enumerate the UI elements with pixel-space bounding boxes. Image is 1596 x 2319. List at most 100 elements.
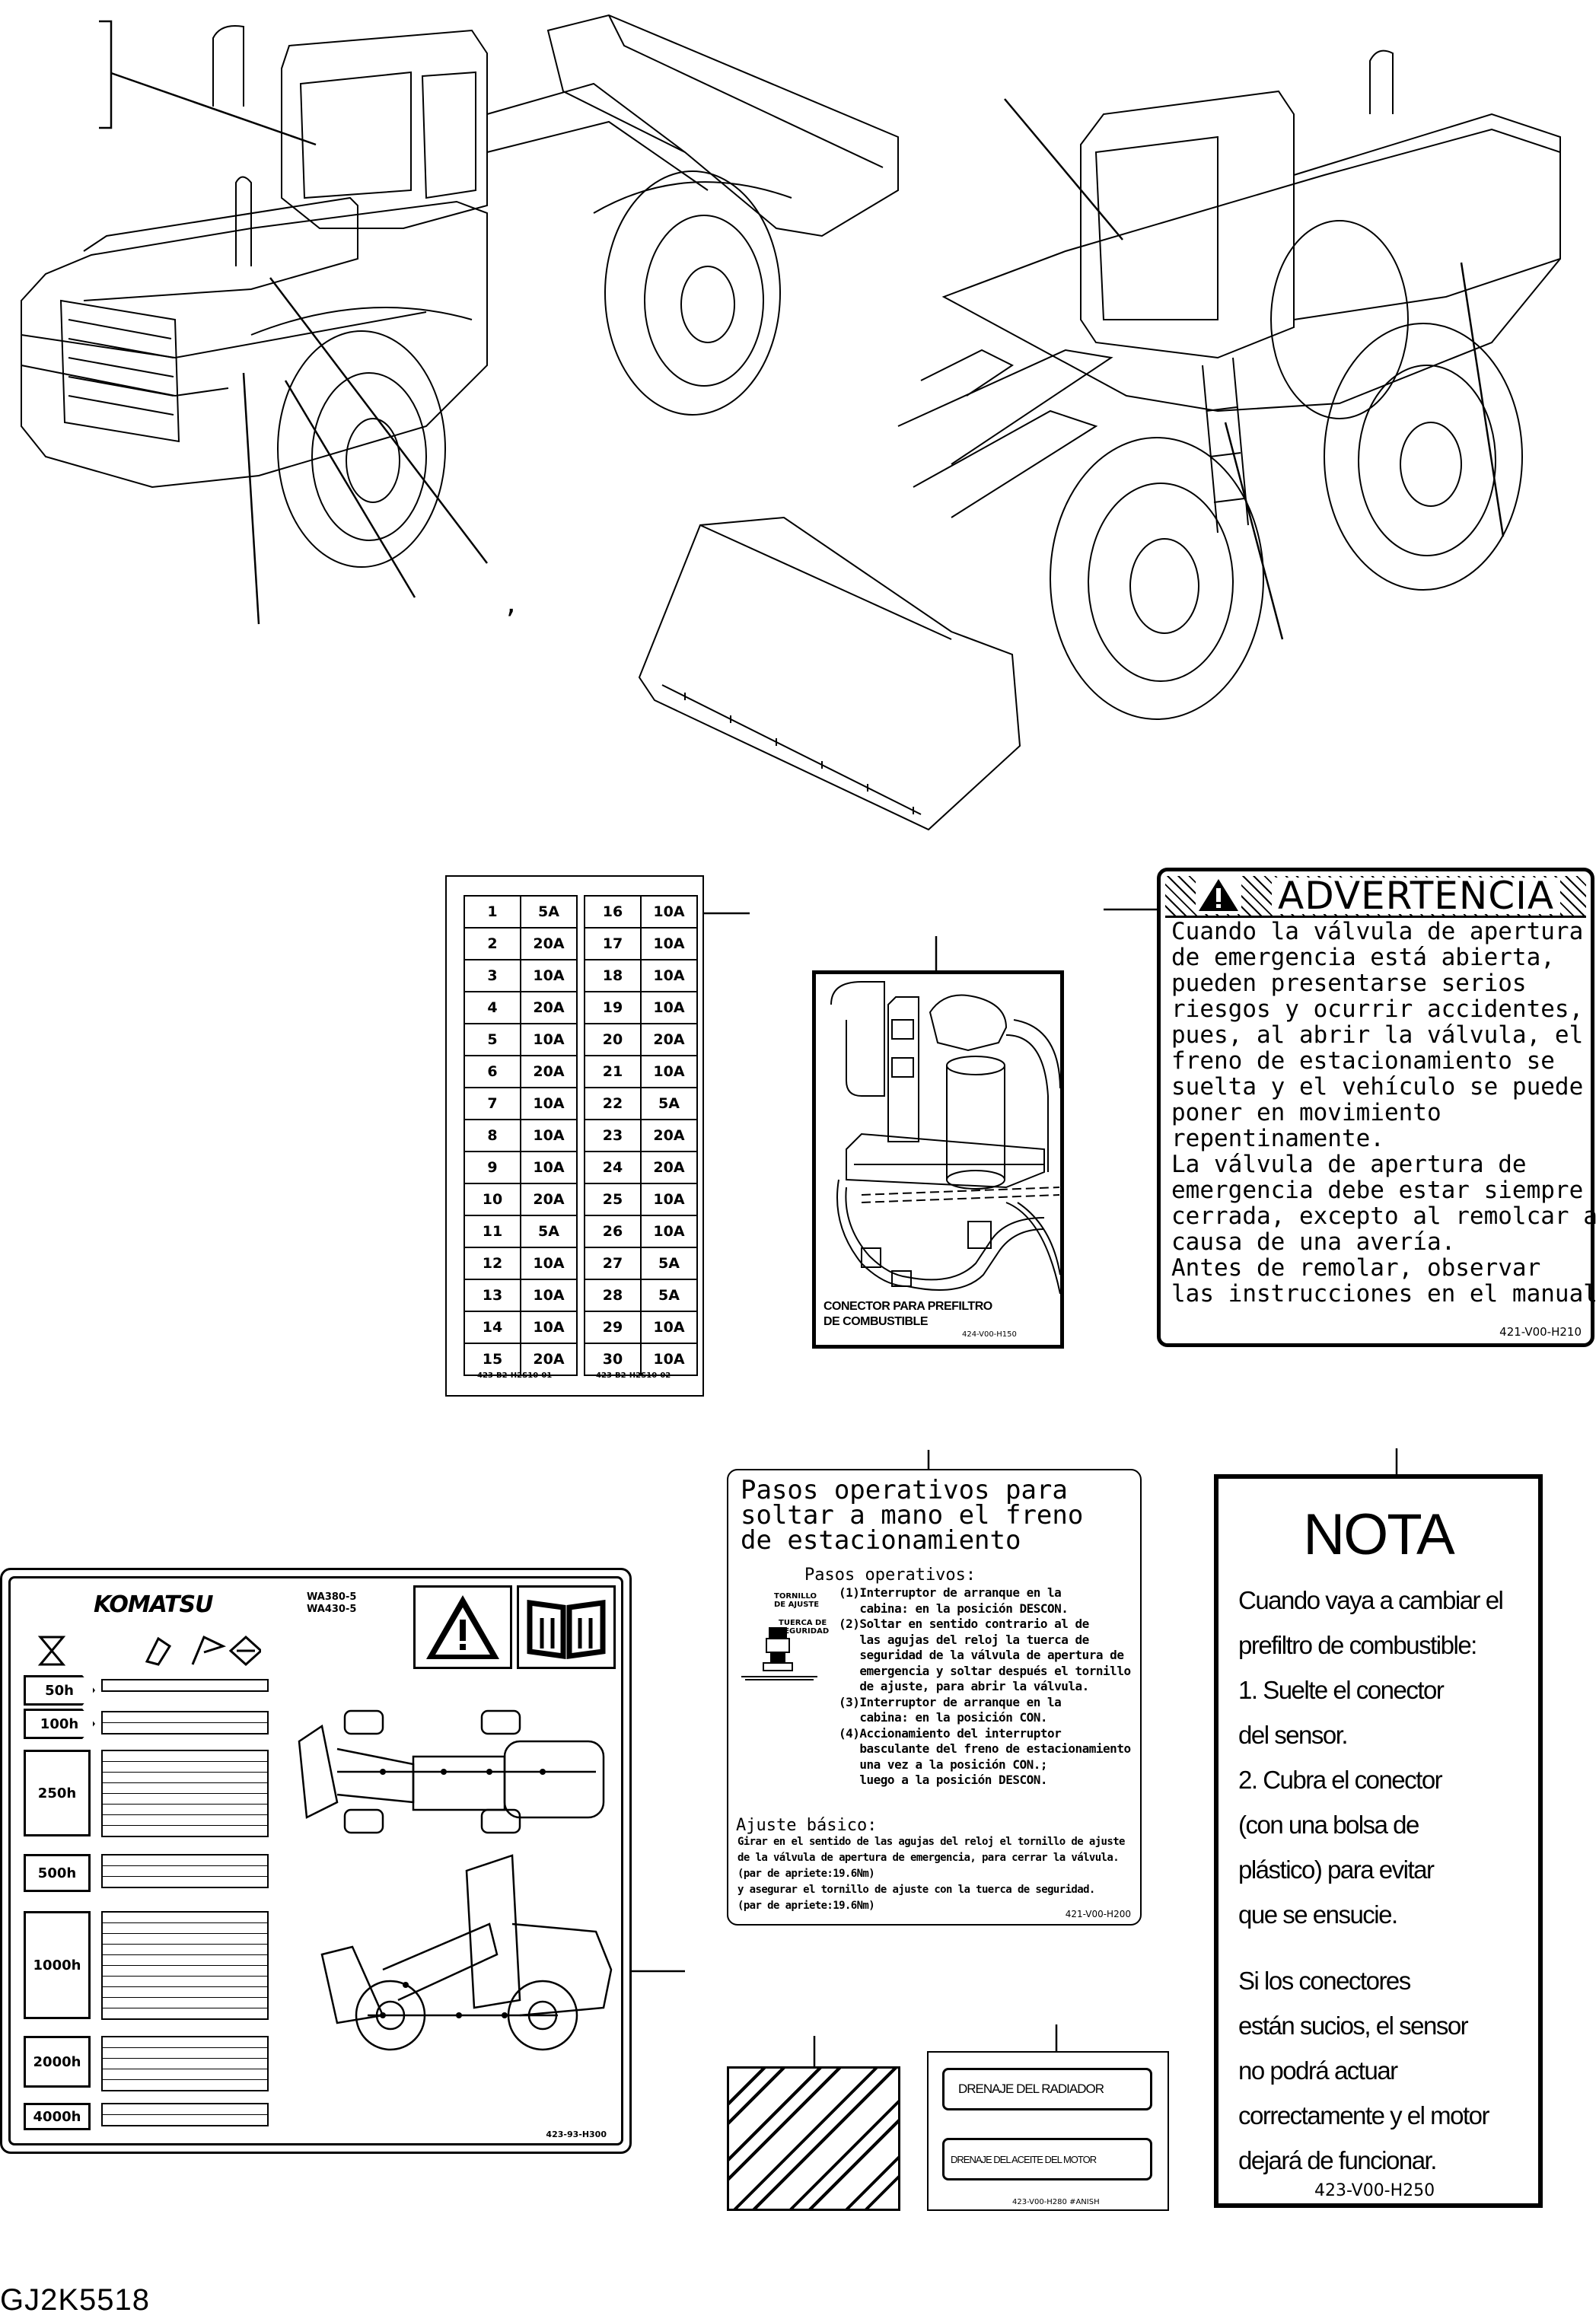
fuse-rating: 10A: [653, 903, 685, 920]
fuse-rating: 20A: [533, 1351, 565, 1368]
warning-triangle-icon: [1196, 876, 1241, 914]
fuse-number: 19: [585, 992, 642, 1023]
fuse-row: 13 10A: [464, 1279, 578, 1311]
grid-4000h: [101, 2103, 269, 2126]
fuse-number: 15: [465, 1344, 521, 1375]
fuse-rating: 20A: [653, 1159, 685, 1176]
warning-triangle-icon: [426, 1595, 499, 1659]
oil-can-icon: [145, 1636, 172, 1666]
komatsu-models: WA380-5 WA430-5: [307, 1591, 357, 1615]
pasos-fig-label-2: TUERCA DE SEGURIDAD: [779, 1619, 830, 1636]
grid-100h: [101, 1711, 269, 1734]
fuse-number: 18: [585, 960, 642, 991]
fuse-row: 11 5A: [464, 1215, 578, 1247]
pasos-ajuste-body: Girar en el sentido de las agujas del re…: [737, 1836, 1125, 1912]
komatsu-symbol-row: [37, 1635, 261, 1667]
loader-rear-view-drawing: [21, 14, 899, 568]
fuse-number: 29: [585, 1312, 642, 1343]
fuse-rating: 10A: [533, 1095, 565, 1112]
grid-50h: [101, 1679, 269, 1692]
fuse-number: 23: [585, 1120, 642, 1151]
interval-2000h: 2000h: [24, 2036, 91, 2088]
fuse-number: 20: [585, 1024, 642, 1055]
interval-100h: 100h: [24, 1709, 95, 1739]
interval-50h: 50h: [24, 1675, 95, 1706]
fuse-rating: 10A: [533, 1255, 565, 1272]
komatsu-brand: KOMATSU: [94, 1591, 213, 1618]
fuse-number: 7: [465, 1088, 521, 1119]
fuse-number: 2: [465, 929, 521, 959]
fuse-rating: 10A: [533, 1031, 565, 1048]
fuse-number: 26: [585, 1216, 642, 1247]
komatsu-part-number: 423-93-H300: [546, 2129, 607, 2139]
advertencia-part-number: 421-V00-H210: [1499, 1325, 1582, 1339]
pasos-ajuste-title: Ajuste básico:: [736, 1816, 878, 1835]
fuse-row: 5 10A: [464, 1023, 578, 1055]
grid-500h: [101, 1854, 269, 1888]
interval-4000h: 4000h: [24, 2103, 91, 2130]
fuse-rating: 10A: [653, 1351, 685, 1368]
fuse-rating: 5A: [658, 1287, 680, 1304]
fuse-number: 14: [465, 1312, 521, 1343]
fuse-rating: 5A: [538, 1223, 559, 1240]
fuse-rating: 10A: [533, 1127, 565, 1144]
drain-label: DRENAJE DEL RADIADOR DRENAJE DEL ACEITE …: [927, 2051, 1169, 2211]
advertencia-title: ADVERTENCIA: [1272, 877, 1561, 915]
drain-engine-oil-plate: DRENAJE DEL ACEITE DEL MOTOR: [942, 2138, 1152, 2180]
fuse-number: 12: [465, 1248, 521, 1279]
fuse-row: 14 10A: [464, 1311, 578, 1343]
drain-radiator-plate: DRENAJE DEL RADIADOR: [942, 2068, 1152, 2110]
fuse-row: 3 10A: [464, 959, 578, 991]
fuse-rating: 10A: [533, 967, 565, 984]
fuse-rating: 20A: [653, 1127, 685, 1144]
fuse-number: 5: [465, 1024, 521, 1055]
nota-label: NOTA Cuando vaya a cambiar el prefiltro …: [1214, 1474, 1543, 2208]
pasos-subtitle: Pasos operativos:: [804, 1566, 976, 1585]
fuse-row: 12 10A: [464, 1247, 578, 1279]
fuse-rating: 20A: [533, 935, 565, 952]
valve-screw-icon: [741, 1627, 817, 1680]
loader-front-view-drawing: [638, 49, 1561, 831]
fuse-rating: 10A: [533, 1319, 565, 1336]
fuse-rating: 5A: [658, 1095, 680, 1112]
fuse-number: 21: [585, 1056, 642, 1087]
fuse-number: 3: [465, 960, 521, 991]
grid-250h: [101, 1750, 269, 1837]
stray-comma: ,: [506, 585, 516, 620]
fuse-code-left: 423-B2-H2S10-01: [477, 1371, 553, 1380]
fuse-code-right: 423-B2-H2S10-02: [596, 1371, 671, 1380]
fuse-row: 23 20A: [584, 1119, 698, 1151]
fuse-row: 2 20A: [464, 927, 578, 959]
fuse-rating: 10A: [533, 1287, 565, 1304]
fuse-row: 15 20A: [464, 1343, 578, 1376]
advertencia-body: Cuando la válvula de apertura de emergen…: [1171, 918, 1596, 1308]
fuse-number: 11: [465, 1216, 521, 1247]
hourglass-icon: [37, 1636, 66, 1666]
fuse-number: 4: [465, 992, 521, 1023]
fuse-number: 13: [465, 1280, 521, 1311]
fuse-number: 16: [585, 897, 642, 927]
nota-body-1: Cuando vaya a cambiar el prefiltro de co…: [1238, 1586, 1504, 1929]
interval-1000h: 1000h: [24, 1911, 91, 2019]
fuse-rating: 10A: [653, 967, 685, 984]
drain-part-number: 423-V00-H280 #ANISH: [1012, 2198, 1100, 2206]
fuse-row: 16 10A: [584, 895, 698, 927]
fuse-number: 17: [585, 929, 642, 959]
fuse-rating: 20A: [533, 1191, 565, 1208]
